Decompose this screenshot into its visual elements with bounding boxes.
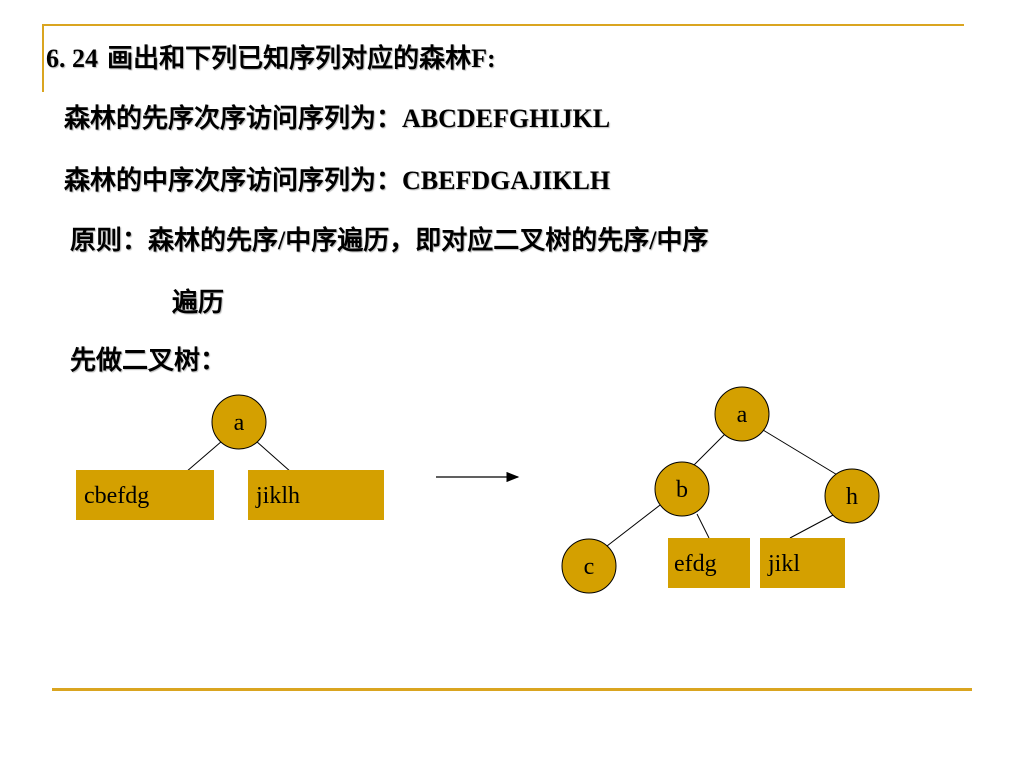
tree2-h-node: [824, 468, 880, 524]
tree2-edge-b-efdg: [696, 513, 710, 539]
heading-text: 画出和下列已知序列对应的森林: [107, 44, 472, 74]
tree2-edge-a-b: [692, 431, 728, 467]
tree2-root-node: [714, 386, 770, 442]
heading-number: 6. 24: [46, 44, 98, 73]
tree2-edge-b-c: [606, 501, 665, 547]
tree2-edge-a-h: [762, 429, 840, 477]
principle-slash-1: /: [278, 226, 286, 255]
tree2-jikl-box: [760, 538, 845, 588]
tree1-left-box: [76, 470, 214, 520]
principle-continuation: 遍历: [172, 288, 225, 318]
tree1-root-label: a: [234, 410, 245, 436]
tree2-edge-h-jikl: [789, 513, 836, 539]
tree2-b-node: [654, 461, 710, 517]
tree2-b-label: b: [676, 477, 688, 503]
tree2-c-label: c: [584, 554, 595, 580]
first-step-line: 先做二叉树：: [70, 346, 227, 376]
tree1-left-label: cbefdg: [84, 483, 149, 509]
tree2-h-label: h: [846, 484, 858, 510]
principle-part-a: 原则：森林的先序: [70, 226, 279, 256]
heading-suffix: F:: [471, 44, 496, 73]
tree2-c-node: [561, 538, 617, 594]
principle-line: 原则：森林的先序/中序遍历，即对应二叉树的先序/中序: [70, 220, 709, 257]
heading: 6. 24 画出和下列已知序列对应的森林F:: [46, 38, 496, 75]
inorder-label: 森林的中序次序访问序列为：: [64, 166, 403, 196]
bottom-rule: [52, 688, 972, 691]
tree2-root-label: a: [737, 402, 748, 428]
tree1-root-node: [211, 394, 267, 450]
principle-slash-2: /: [649, 226, 657, 255]
tree2-efdg-label: efdg: [674, 551, 717, 577]
principle-part-e: 中序: [656, 226, 709, 256]
inorder-value: CBEFDGAJIKLH: [402, 166, 611, 195]
left-rule: [42, 24, 44, 92]
preorder-line: 森林的先序次序访问序列为：ABCDEFGHIJKL: [64, 98, 610, 135]
inorder-line: 森林的中序次序访问序列为：CBEFDGAJIKLH: [64, 160, 610, 197]
tree1-right-box: [248, 470, 384, 520]
top-rule: [44, 24, 964, 26]
preorder-label: 森林的先序次序访问序列为：: [64, 104, 403, 134]
tree2-efdg-box: [668, 538, 750, 588]
tree1-edge-left: [185, 440, 223, 473]
tree1-right-label: jiklh: [255, 483, 300, 509]
principle-part-c: 中序遍历，即对应二叉树的先序: [285, 226, 650, 256]
preorder-value: ABCDEFGHIJKL: [402, 104, 611, 133]
tree2-jikl-label: jikl: [767, 551, 800, 577]
